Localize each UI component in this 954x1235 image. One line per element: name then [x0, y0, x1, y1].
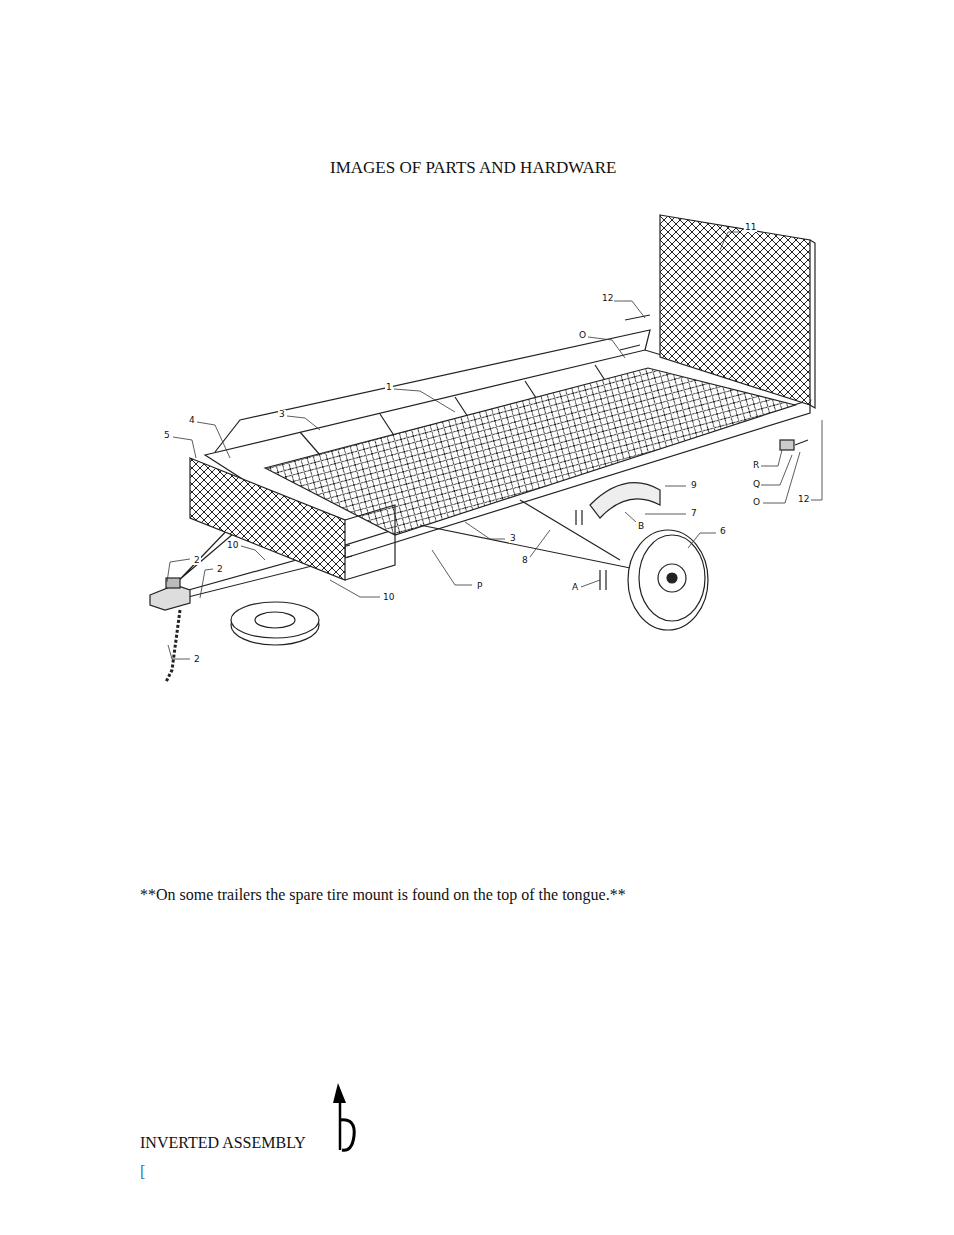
leader-lines — [167, 232, 822, 659]
callout-number: 2 — [193, 556, 201, 565]
callout-number: 2 — [216, 565, 224, 574]
callout-number: A — [571, 583, 579, 592]
callout-number: 5 — [163, 431, 171, 440]
callout-number: 11 — [744, 223, 757, 232]
note-text: **On some trailers the spare tire mount … — [140, 887, 626, 903]
callout-number: 9 — [690, 481, 698, 490]
callout-number: O — [578, 331, 587, 340]
callout-number: 1 — [385, 383, 393, 392]
callout-number: 6 — [719, 527, 727, 536]
section-heading: INVERTED ASSEMBLY — [140, 1135, 306, 1151]
inverted-arrow-symbol — [333, 1083, 354, 1150]
callout-number: R — [752, 461, 760, 470]
callout-number: 4 — [188, 416, 196, 425]
callout-number: 10 — [382, 593, 395, 602]
callout-number: 12 — [797, 495, 810, 504]
bracket-mark: [ — [140, 1164, 145, 1180]
callout-number: O — [752, 498, 761, 507]
callout-number: 3 — [509, 534, 517, 543]
callout-number: 3 — [278, 410, 286, 419]
callout-number: 12 — [601, 294, 614, 303]
callout-number: 10 — [226, 541, 239, 550]
trailer-drawing — [150, 215, 815, 682]
callout-number: Q — [752, 480, 761, 489]
callout-number: 8 — [521, 556, 529, 565]
page-title: IMAGES OF PARTS AND HARDWARE — [330, 159, 616, 176]
callout-number: 7 — [690, 509, 698, 518]
callout-number: B — [637, 522, 645, 531]
callout-number: 2 — [193, 655, 201, 664]
callout-number: P — [476, 582, 483, 591]
